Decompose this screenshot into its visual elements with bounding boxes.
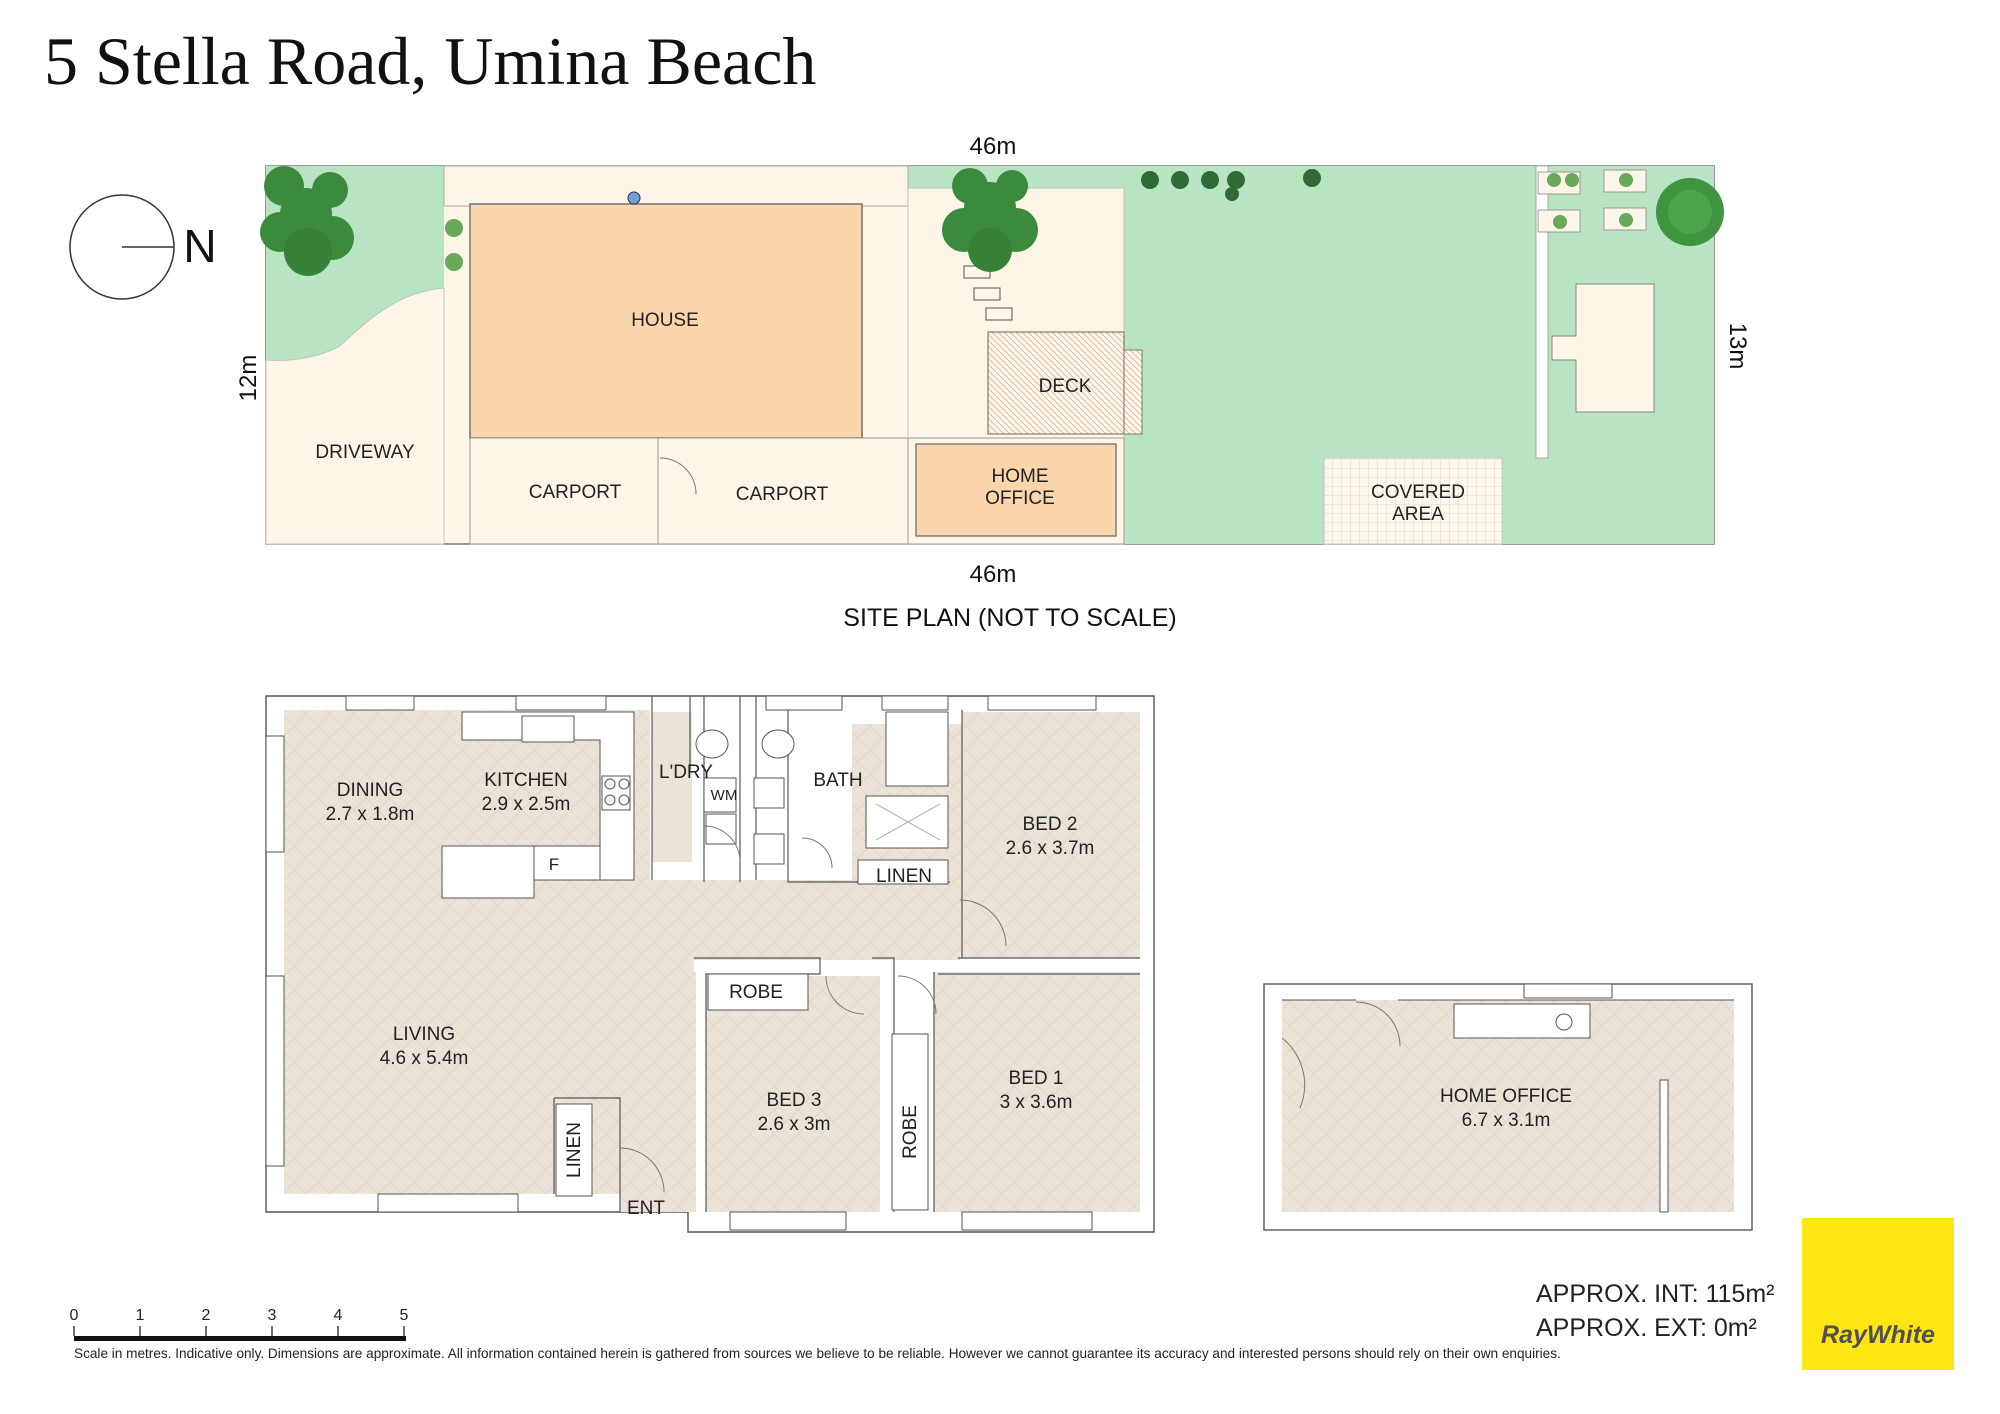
site-label-home-office-2: OFFICE <box>985 488 1055 509</box>
site-dimension-right: 13m <box>1724 323 1751 370</box>
living-floor <box>284 880 694 1194</box>
tree-icon <box>1656 178 1724 246</box>
site-plan <box>260 165 1724 545</box>
compass-north-label: N <box>183 220 216 272</box>
site-dimension-left: 12m <box>235 355 262 402</box>
tree-icon <box>942 168 1038 272</box>
hallway-floor <box>650 880 960 960</box>
tree-icon <box>260 166 354 276</box>
room-name-kitchen: KITCHEN <box>484 770 567 791</box>
page-title: 5 Stella Road, Umina Beach <box>44 23 817 99</box>
site-dimension-top: 46m <box>970 133 1017 160</box>
home-office-footprint <box>915 443 1117 537</box>
shrub-icon <box>1141 169 1321 201</box>
room-size-dining: 2.7 x 1.8m <box>326 804 415 825</box>
house-footprint <box>469 203 863 439</box>
scale-tick-3: 3 <box>268 1307 277 1324</box>
site-label-covered-2: AREA <box>1392 504 1444 525</box>
room-name-living: LIVING <box>393 1024 455 1045</box>
fixture-linen-hall: LINEN <box>876 866 932 887</box>
scale-tick-4: 4 <box>334 1307 343 1324</box>
room-size-kitchen: 2.9 x 2.5m <box>482 794 571 815</box>
scale-tick-0: 0 <box>70 1307 79 1324</box>
scale-tick-5: 5 <box>400 1307 409 1324</box>
shrub-icon <box>445 173 1633 271</box>
site-label-carport-2: CARPORT <box>736 484 829 505</box>
fixture-robe-bed3: ROBE <box>729 982 783 1003</box>
room-name-bed2: BED 2 <box>1023 814 1078 835</box>
bed3-floor <box>706 976 880 1212</box>
fixture-robe-bed1: ROBE <box>900 1105 921 1159</box>
floor-plan-house <box>265 695 1155 1233</box>
site-label-driveway: DRIVEWAY <box>315 442 415 463</box>
scale-bar <box>73 1326 406 1341</box>
raywhite-logo: RayWhite <box>1802 1218 1954 1370</box>
fixture-entry: ENT <box>627 1198 665 1219</box>
site-label-covered-1: COVERED <box>1371 482 1465 503</box>
site-label-carport-1: CARPORT <box>529 482 622 503</box>
site-label-deck: DECK <box>1039 376 1092 397</box>
room-size-bed2: 2.6 x 3.7m <box>1006 838 1095 859</box>
room-size-home-office: 6.7 x 3.1m <box>1462 1110 1551 1131</box>
site-dimension-bottom: 46m <box>970 561 1017 588</box>
fixture-washing-machine: WM <box>711 787 738 804</box>
raywhite-logo-text: RayWhite <box>1821 1321 1935 1349</box>
room-name-bed1: BED 1 <box>1009 1068 1064 1089</box>
site-label-house: HOUSE <box>631 310 699 331</box>
room-size-bed1: 3 x 3.6m <box>1000 1092 1073 1113</box>
driveway <box>265 287 445 545</box>
room-size-living: 4.6 x 5.4m <box>380 1048 469 1069</box>
covered-area <box>1323 457 1503 545</box>
bed1-floor <box>934 972 1140 1212</box>
fixture-linen-entry: LINEN <box>564 1122 585 1178</box>
fixture-fridge: F <box>549 855 559 874</box>
site-label-home-office-1: HOME <box>992 466 1049 487</box>
floor-plan-office <box>1263 983 1753 1231</box>
scale-tick-1: 1 <box>136 1307 145 1324</box>
room-name-bath: BATH <box>813 770 862 791</box>
room-name-dining: DINING <box>337 780 404 801</box>
area-external: APPROX. EXT: 0m² <box>1536 1314 1757 1342</box>
disclaimer-text: Scale in metres. Indicative only. Dimens… <box>74 1346 1561 1361</box>
room-name-home-office: HOME OFFICE <box>1440 1086 1572 1107</box>
bed2-floor <box>962 712 1140 958</box>
compass-rose <box>69 194 175 300</box>
room-name-bed3: BED 3 <box>767 1090 822 1111</box>
site-plan-caption: SITE PLAN (NOT TO SCALE) <box>843 604 1176 632</box>
room-size-bed3: 2.6 x 3m <box>758 1114 831 1135</box>
scale-tick-2: 2 <box>202 1307 211 1324</box>
area-internal: APPROX. INT: 115m² <box>1536 1280 1775 1308</box>
carport-2 <box>657 437 909 545</box>
room-name-laundry: L'DRY <box>659 762 713 783</box>
carport-1 <box>469 437 659 545</box>
